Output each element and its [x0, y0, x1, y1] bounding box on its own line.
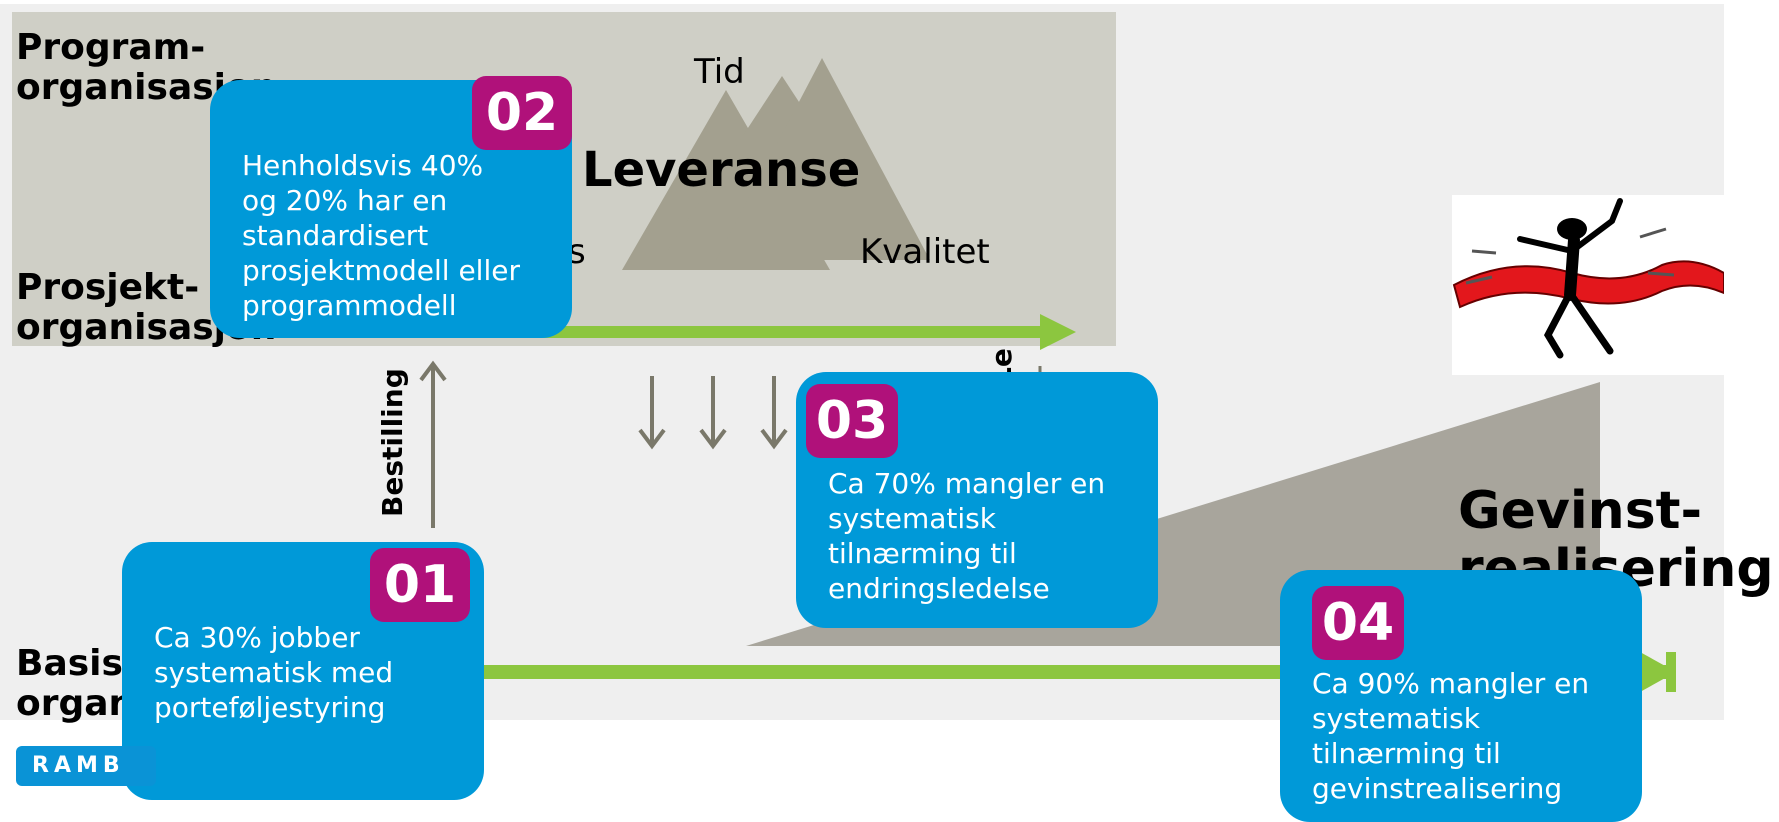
program-label-line1: Program- [16, 27, 206, 68]
base-label-line2: organ [16, 683, 135, 724]
quality-label: Kvalitet [860, 232, 990, 272]
project-delivery-arrow [520, 314, 1076, 350]
callout-04-number: 04 [1312, 586, 1404, 660]
cost-label-partial: s [568, 232, 586, 272]
base-organisation-label: Basis organ [16, 644, 134, 724]
callout-02-line: standardisert [242, 219, 429, 252]
down-arrows [638, 376, 788, 450]
callout-01-text: Ca 30% jobber systematisk med portefølje… [154, 620, 393, 725]
callout-04-line: gevinstrealisering [1312, 772, 1563, 805]
callout-04-line: Ca 90% mangler en [1312, 667, 1590, 700]
callout-02-line: prosjektmodell eller [242, 254, 520, 287]
delivery-title: Leveranse [582, 142, 861, 198]
base-label-line1: Basis [16, 643, 123, 684]
project-label-line1: Prosjekt- [16, 267, 200, 308]
order-arrow-up [419, 360, 447, 528]
ramboll-logo: RAMB [16, 746, 156, 786]
callout-01-line: porteføljestyring [154, 691, 386, 724]
callout-03: 03 Ca 70% mangler en systematisk tilnærm… [796, 372, 1158, 628]
callout-03-line: Ca 70% mangler en [828, 467, 1106, 500]
callout-02-line: programmodell [242, 289, 457, 322]
order-label: Bestilling [376, 368, 409, 517]
callout-03-line: tilnærming til [828, 537, 1017, 570]
callout-01-line: Ca 30% jobber [154, 621, 360, 654]
callout-04-line: tilnærming til [1312, 737, 1501, 770]
running-figure-finish-line-icon [1452, 195, 1724, 375]
callout-02-text: Henholdsvis 40% og 20% har en standardis… [242, 148, 520, 323]
callout-03-number: 03 [806, 384, 898, 458]
callout-04-text: Ca 90% mangler en systematisk tilnærming… [1312, 666, 1589, 806]
callout-04: 04 Ca 90% mangler en systematisk tilnærm… [1280, 570, 1642, 822]
callout-03-line: endringsledelse [828, 572, 1050, 605]
callout-04-line: systematisk [1312, 702, 1480, 735]
callout-03-line: systematisk [828, 502, 996, 535]
callout-01-number: 01 [370, 548, 470, 622]
benefit-label-line1: Gevinst- [1458, 481, 1703, 541]
callout-02-number: 02 [472, 76, 572, 150]
callout-03-text: Ca 70% mangler en systematisk tilnærming… [828, 466, 1105, 606]
callout-02-line: og 20% har en [242, 184, 448, 217]
mountain-peaks-icon [622, 58, 930, 270]
callout-01-line: systematisk med [154, 656, 394, 689]
time-label: Tid [694, 52, 745, 92]
callout-01: 01 Ca 30% jobber systematisk med portefø… [122, 542, 484, 800]
callout-02: 02 Henholdsvis 40% og 20% har en standar… [210, 76, 572, 338]
callout-02-line: Henholdsvis 40% [242, 149, 484, 182]
